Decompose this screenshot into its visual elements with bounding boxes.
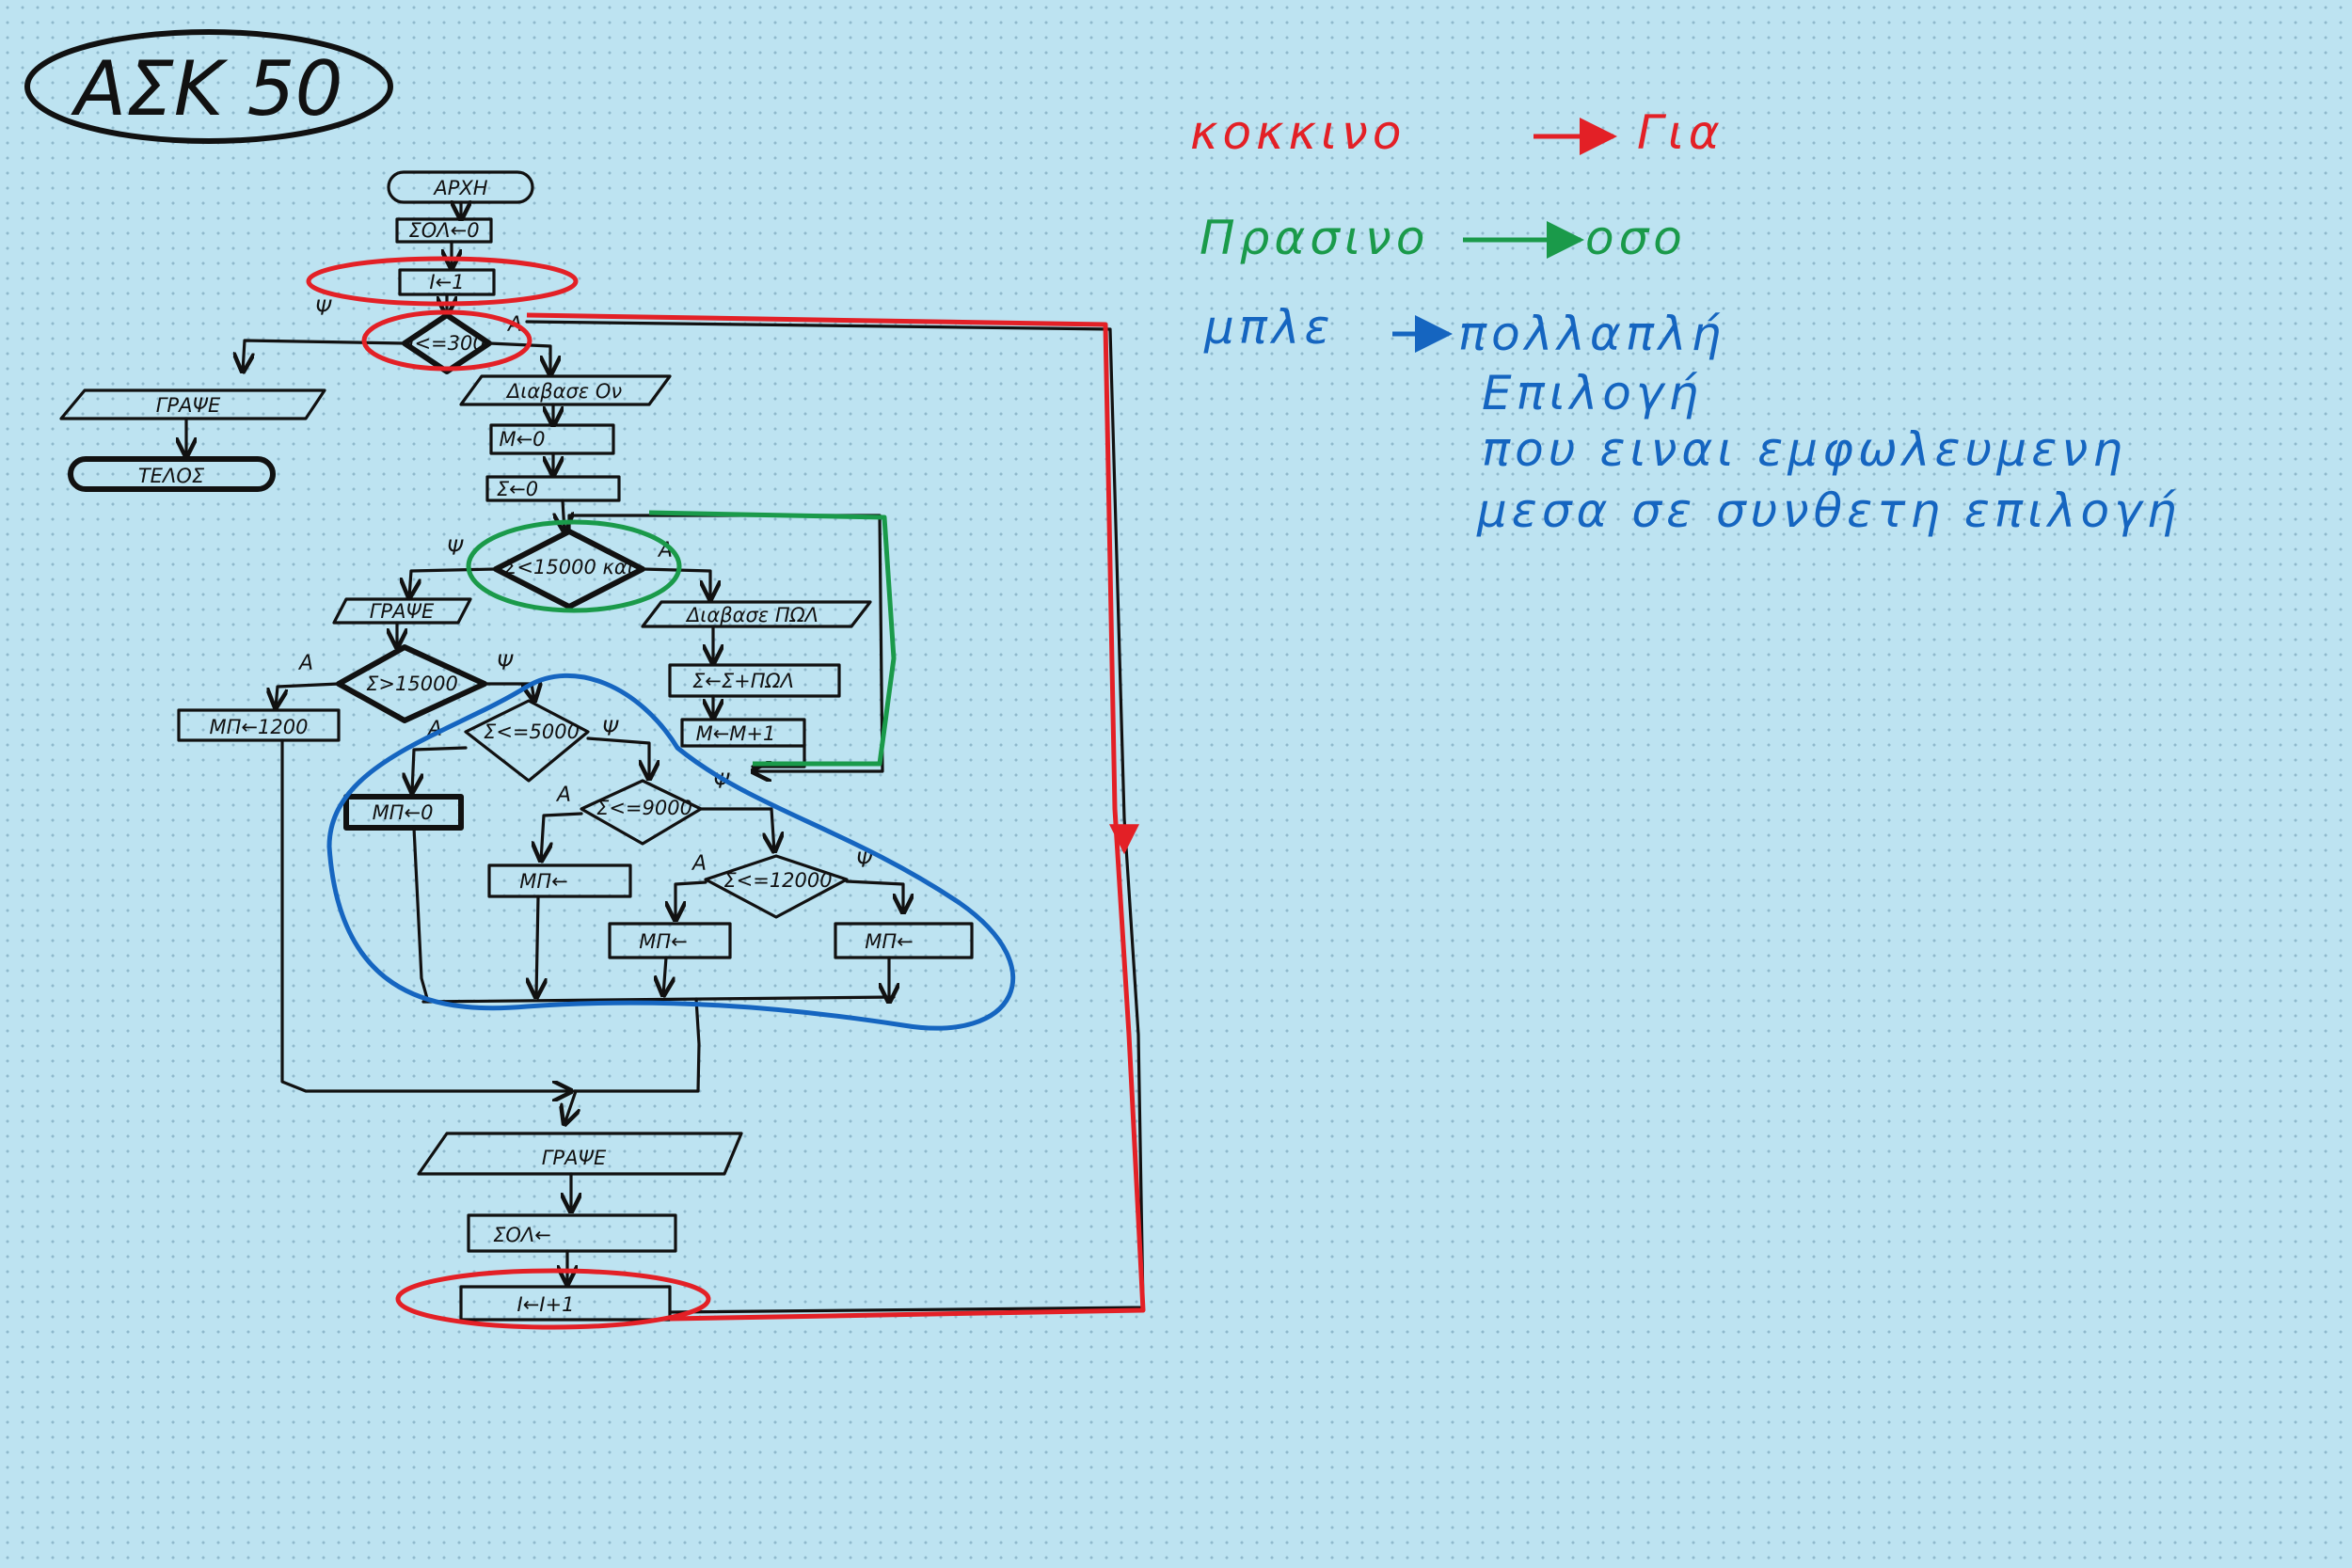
mp-b-box [608,922,732,959]
cond-le9000-label: Σ<=9000 [596,797,692,819]
mp0-label: ΜΠ←0 [373,801,434,824]
write-after-box [417,1132,743,1176]
note-red-label: κοκκινο [1190,105,1406,160]
sum-update-label: ΣΟΛ← [493,1224,551,1246]
mp-a-label: ΜΠ← [519,870,568,893]
start-label: ΑΡΧΗ [432,177,487,199]
for-cond-label: Ι<=300 [408,332,485,355]
note-blue-line4: μεσα σε συνθετη επιλογή [1476,483,2181,538]
note-green-label: Πρασινο [1200,211,1429,265]
end-terminal [68,456,276,492]
init-m-label: Μ←0 [499,428,545,451]
note-blue-line2: Επιλογή [1482,366,1703,420]
update-s-label: Σ←Σ+ΠΩΛ [692,670,794,692]
for-no-label: Ψ [315,297,332,321]
title-group: ΑΣΚ 50 [24,29,393,144]
while-cond-diamond [493,529,645,610]
mp-a-box [487,863,632,898]
inc-i-label: Ι←Ι+1 [517,1293,575,1316]
mp-b-label: ΜΠ← [639,930,688,953]
le5000-no-label: Ψ [602,718,619,741]
cond-le12000-diamond [704,854,849,919]
update-m-label: Μ←Μ+1 [696,722,776,745]
blue-nested-highlight [326,673,1016,1031]
while-cond-label: Σ<15000 και [504,556,634,578]
cond-le5000-diamond [464,699,590,783]
legend-notes: κοκκινο Για Πρασινο οσο μπλε πολλαπλή Επ… [1190,105,2181,538]
mp1200-box [177,708,341,742]
read-pol-label: Διαβασε ΠΩΛ [685,604,818,626]
note-blue-line3: που ειναι εμφωλευμενη [1482,422,2127,477]
mp0-box [343,794,464,831]
mp-c-label: ΜΠ← [865,930,914,953]
cond-le5000-label: Σ<=5000 [484,721,580,743]
read-pol-box [641,600,872,628]
cond-le12000-label: Σ<=12000 [723,869,832,892]
init-sum-box [395,217,493,244]
init-s-box [485,475,621,502]
note-blue-line1: πολλαπλή [1458,307,1725,361]
cond-gt15000-label: Σ>15000 [366,673,458,695]
flowchart: ΑΡΧΗ ΣΟΛ←0 Ι←1 Ι<=300 Ψ Α ΓΡΑΨΕ ΤΕΛΟΣ Δι… [59,170,1145,1322]
read-ov-label: Διαβασε Ον [505,380,622,403]
green-while-highlight [466,510,897,767]
page-title: ΑΣΚ 50 [71,45,343,133]
inc-i-box [459,1285,672,1322]
update-s-box [668,663,841,698]
write-final-label: ΓΡΑΨΕ [156,394,221,417]
write-inner-box [332,597,472,625]
read-ov-box [459,374,672,406]
le12000-yes-label: Α [691,852,707,876]
note-green-meaning: οσο [1585,211,1687,265]
mp1200-label: ΜΠ←1200 [210,716,309,738]
cond-gt15000-diamond [336,644,487,723]
le9000-yes-label: Α [555,784,571,807]
red-for-highlight [306,256,1146,1330]
update-m-box [680,718,806,748]
cond-le9000-diamond [580,779,703,846]
sum-update-box [467,1213,677,1253]
for-init-label: Ι←1 [429,271,464,293]
write-inner-label: ΓΡΑΨΕ [370,600,435,623]
end-label: ΤΕΛΟΣ [138,465,205,487]
gt15000-no-label: Ψ [497,652,514,675]
le12000-no-label: Ψ [856,849,873,873]
note-blue-label: μπλε [1203,300,1335,355]
mp-c-box [834,922,974,959]
note-red-meaning: Για [1637,105,1724,160]
write-final-box [59,388,326,420]
gt15000-yes-label: Α [297,652,313,675]
for-cond-diamond [402,312,492,374]
init-s-label: Σ←0 [497,478,538,500]
while-no-label: Ψ [447,537,464,561]
write-after-label: ΓΡΑΨΕ [542,1147,607,1169]
init-sum-label: ΣΟΛ←0 [408,219,479,242]
